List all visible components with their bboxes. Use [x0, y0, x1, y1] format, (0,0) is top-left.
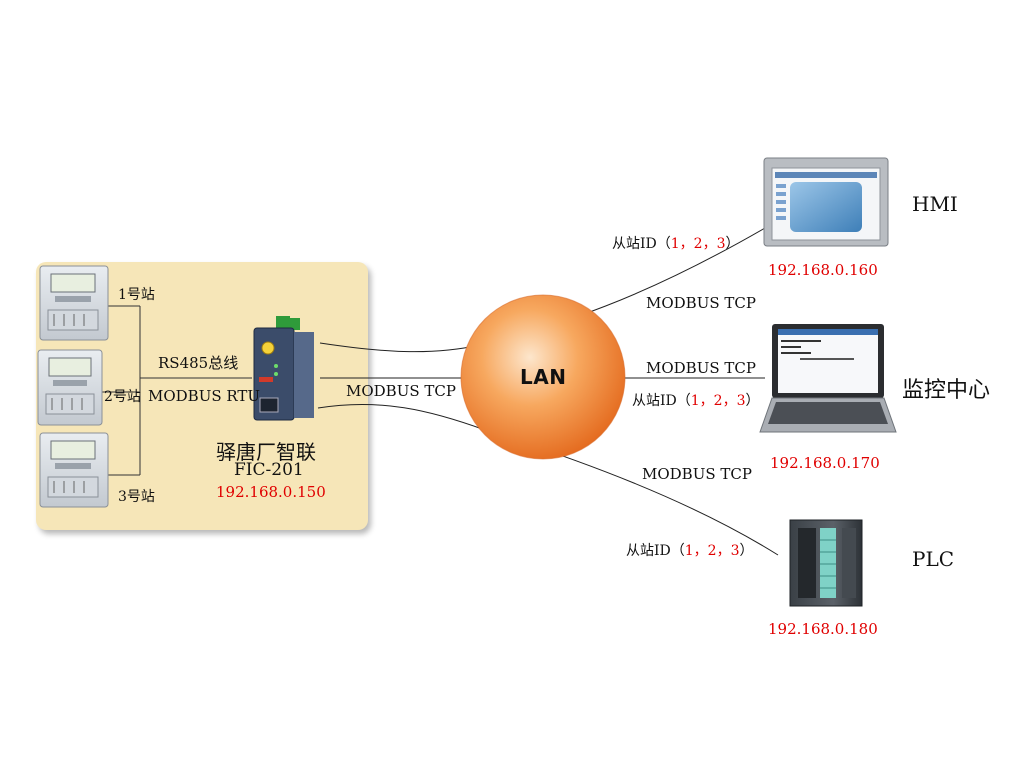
plc-device-icon: [789, 519, 863, 607]
link-gateway-lan-top: [319, 342, 481, 353]
monitor-ip: 192.168.0.170: [770, 454, 880, 472]
lan-globe: [460, 294, 626, 460]
gateway-name: 驿唐厂智联: [216, 440, 316, 464]
link-gateway-lan-bottom: [317, 403, 486, 431]
meter-2-icon: [37, 349, 103, 426]
meter-2-label: 2号站: [104, 389, 141, 405]
plc-protocol-label: MODBUS TCP: [642, 465, 752, 483]
monitor-slave-id: 从站ID（1，2，3）: [632, 393, 760, 409]
plc-ip: 192.168.0.180: [768, 620, 878, 638]
hmi-slave-id: 从站ID（1，2，3）: [612, 236, 740, 252]
modbus-rtu-label: MODBUS RTU: [148, 387, 261, 405]
plc-name: PLC: [912, 547, 955, 571]
hmi-ip: 192.168.0.160: [768, 261, 878, 279]
meter-1-icon: [39, 265, 109, 341]
hmi-protocol-label: MODBUS TCP: [646, 294, 756, 312]
hmi-device-icon: [763, 157, 889, 247]
monitor-protocol-label: MODBUS TCP: [646, 359, 756, 377]
rs485-bus-label: RS485总线: [158, 354, 239, 372]
gateway-model: FIC-201: [234, 460, 304, 480]
gateway-device-icon: [253, 316, 314, 421]
meter-3-label: 3号站: [118, 489, 155, 505]
hmi-name: HMI: [912, 192, 958, 216]
meter-3-icon: [39, 432, 109, 508]
rs485-bus: [100, 305, 252, 476]
gateway-ip: 192.168.0.150: [216, 483, 326, 501]
monitor-name: 监控中心: [902, 378, 991, 403]
plc-slave-id: 从站ID（1，2，3）: [626, 543, 754, 559]
laptop-device-icon: [759, 324, 897, 433]
lan-label: LAN: [520, 365, 567, 389]
meter-1-label: 1号站: [118, 287, 155, 303]
gateway-link-label: MODBUS TCP: [346, 382, 456, 400]
